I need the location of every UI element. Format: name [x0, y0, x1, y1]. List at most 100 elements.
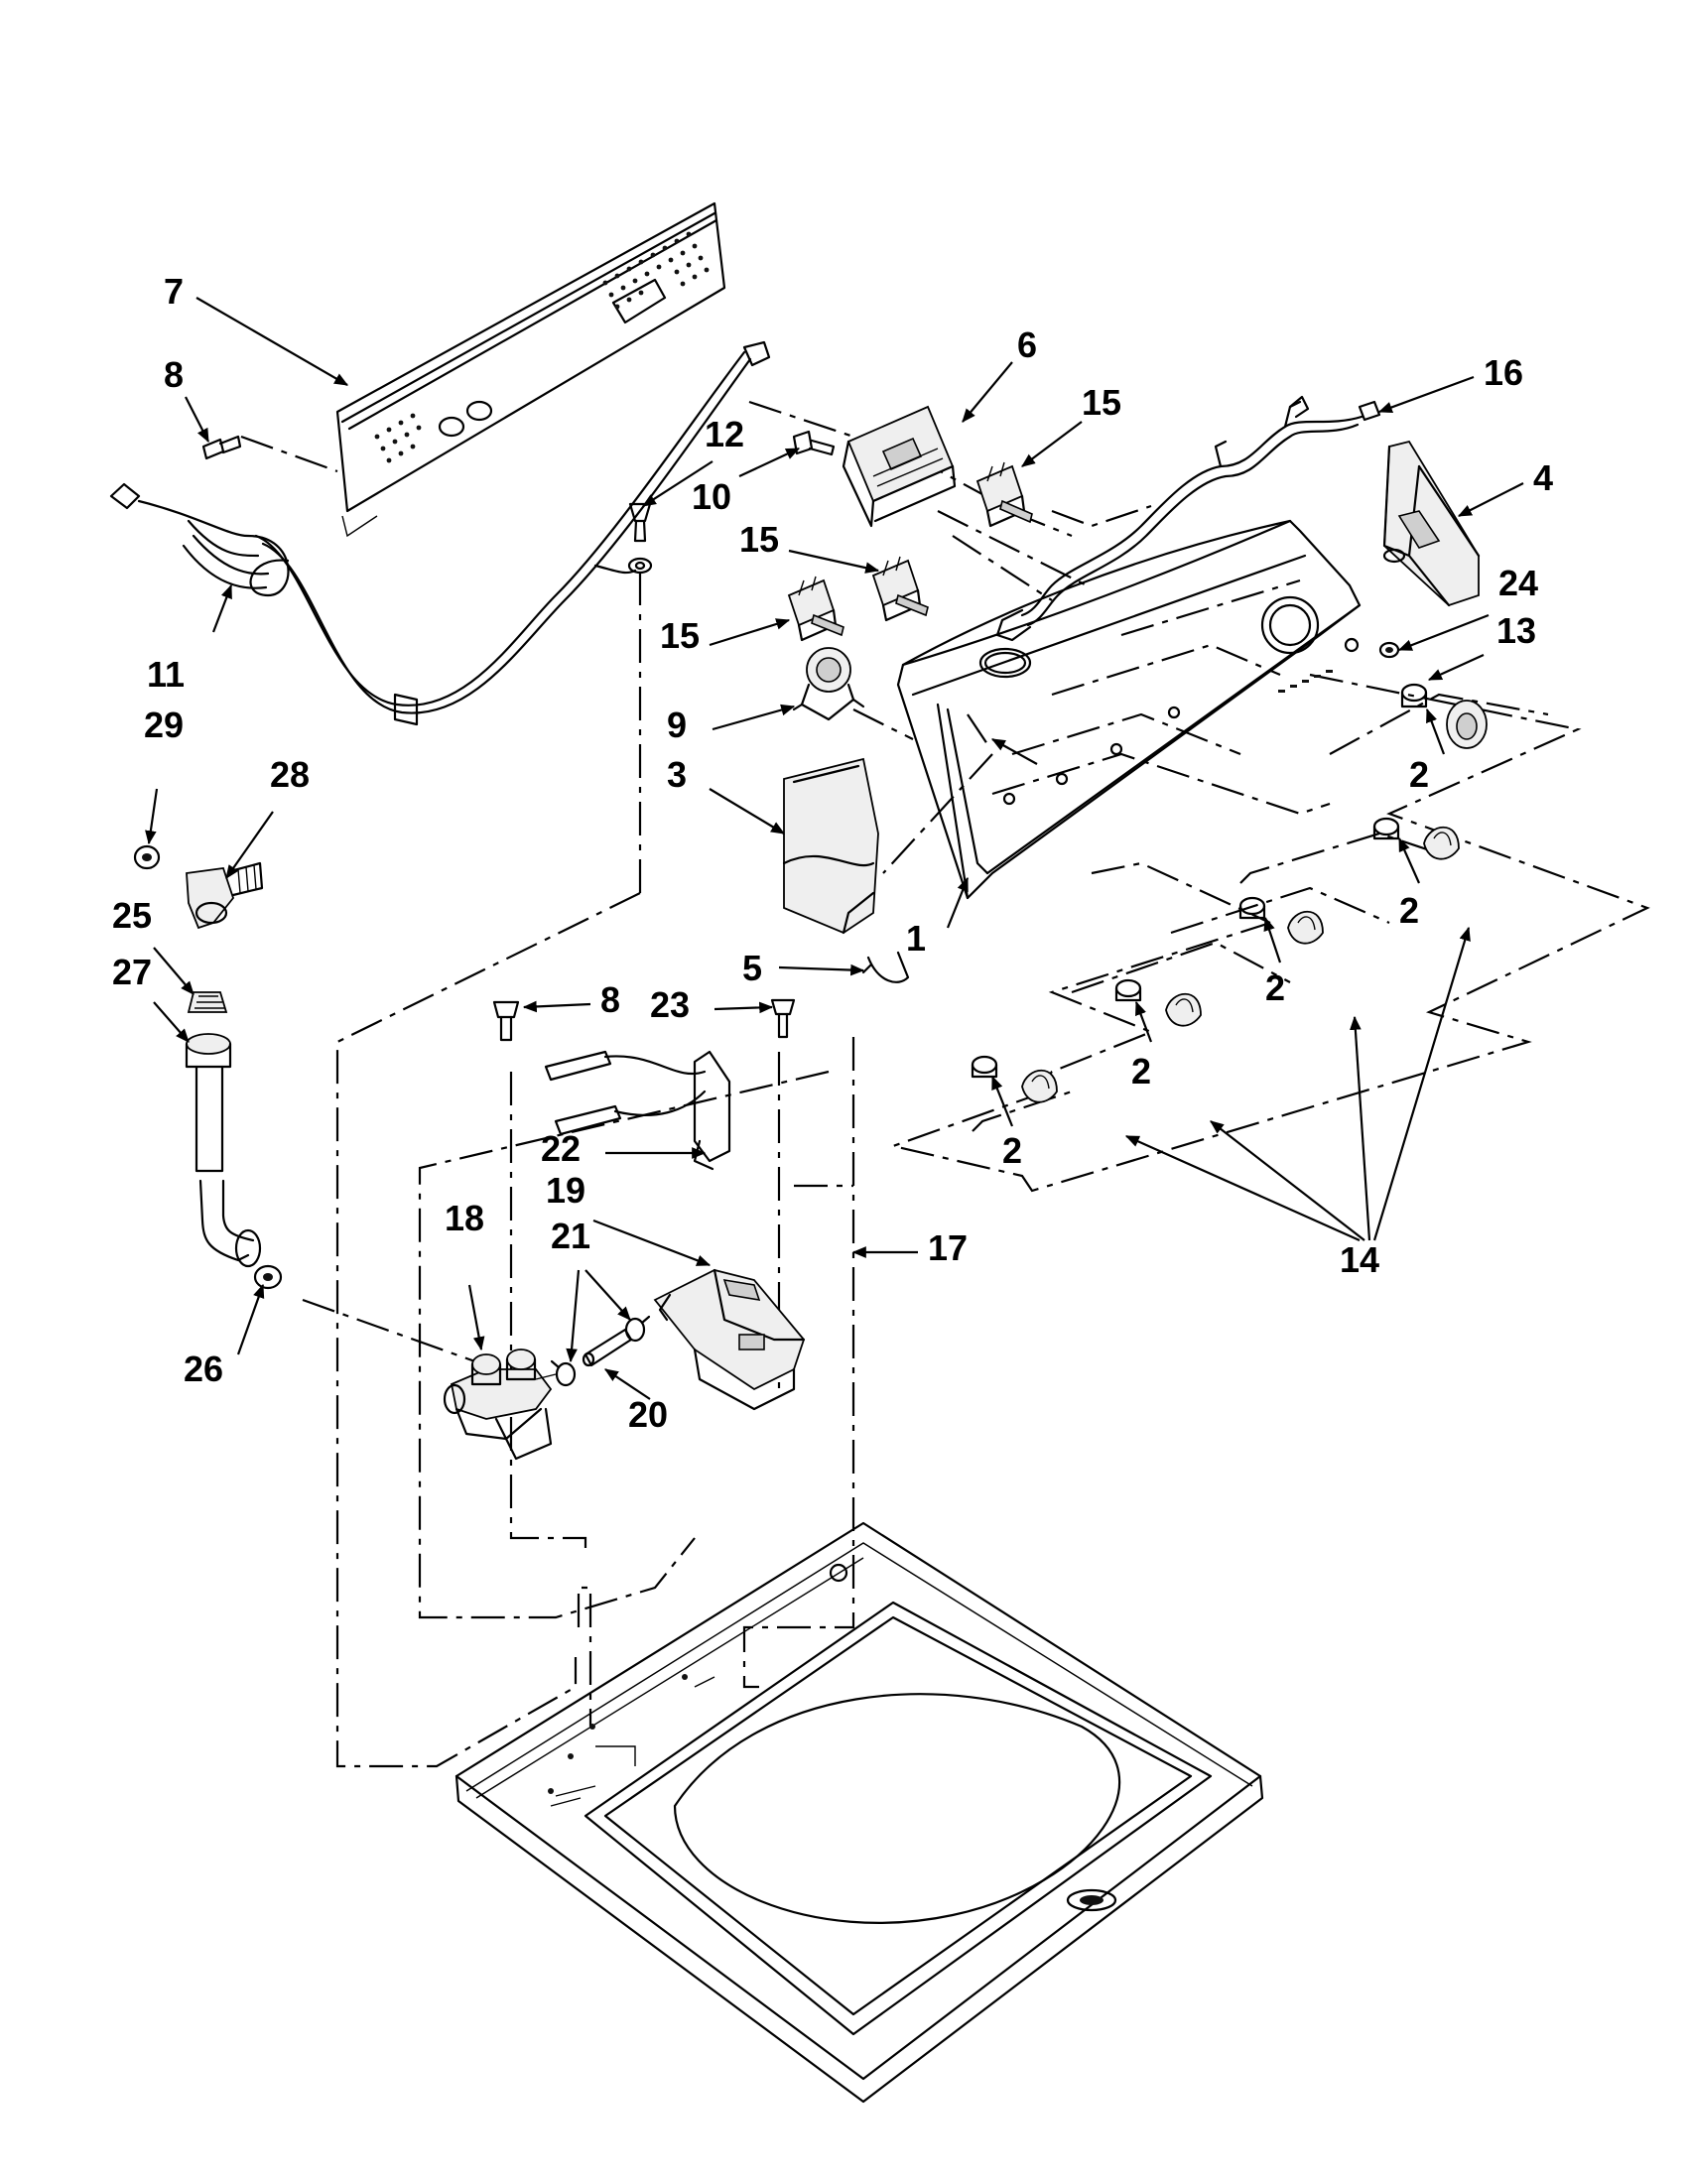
callout-19: 19 [546, 1170, 585, 1211]
callout-15-c: 15 [660, 615, 700, 656]
callout-15-b: 15 [739, 519, 779, 560]
part-5-clip [861, 951, 910, 983]
callout-8-middle: 8 [600, 979, 620, 1020]
vent-holes [374, 231, 710, 463]
leader-4 [1457, 482, 1524, 517]
part-4-end-cap [1382, 440, 1481, 607]
callout-26: 26 [184, 1349, 223, 1389]
leader-2-c [1263, 916, 1282, 964]
callout-9: 9 [667, 705, 687, 745]
callout-20: 20 [628, 1394, 668, 1435]
leader-15-b [788, 549, 880, 574]
part-8-screw-upper [201, 435, 242, 460]
leader-11 [211, 583, 233, 633]
assembly-guide-lines [240, 400, 1650, 1768]
part-19-dispenser [653, 1268, 806, 1411]
callout-2-c: 2 [1265, 967, 1285, 1008]
leader-8-upper [185, 396, 209, 444]
part-15-switch-a [975, 461, 1033, 528]
part-24-clip [1378, 641, 1400, 659]
leader-27 [153, 1001, 190, 1043]
part-16-wire-harness [995, 395, 1381, 642]
part-8-screw-middle [492, 1000, 520, 1042]
leader-14-d [1372, 926, 1471, 1241]
leader-28 [225, 811, 274, 879]
leader-15-a [1021, 421, 1083, 467]
callout-16: 16 [1484, 352, 1523, 393]
callout-17: 17 [928, 1227, 968, 1268]
callout-27: 27 [112, 952, 152, 992]
part-15-switch-c [787, 576, 844, 642]
leader-25 [153, 947, 195, 995]
part-29-washer [133, 844, 161, 870]
callout-2-a: 2 [1002, 1130, 1022, 1171]
part-6-control-board [842, 405, 957, 528]
callout-23: 23 [650, 984, 690, 1025]
callout-22: 22 [541, 1128, 581, 1169]
part-2-knob-5 [971, 1055, 1058, 1103]
callout-25: 25 [112, 895, 152, 936]
callout-12: 12 [705, 414, 744, 454]
part-10-screw [792, 430, 836, 456]
part-2-knob-3 [1238, 896, 1324, 945]
part-21-clamp-b [624, 1315, 651, 1343]
callout-24: 24 [1498, 563, 1538, 603]
callout-8-upper: 8 [164, 354, 184, 395]
part-28-elbow [186, 861, 264, 930]
leader-9 [712, 704, 796, 731]
leader-26 [236, 1283, 265, 1355]
callout-4: 4 [1533, 457, 1553, 498]
callout-21: 21 [551, 1216, 590, 1256]
leader-20 [604, 1368, 651, 1400]
part-2-knob-4 [1114, 978, 1202, 1027]
leader-21-a [566, 1269, 581, 1363]
callout-13: 13 [1496, 610, 1536, 651]
leader-7 [195, 297, 349, 386]
part-20-hose [582, 1328, 633, 1367]
callout-28: 28 [270, 754, 310, 795]
leader-16 [1377, 375, 1475, 414]
part-2-knob-1 [1400, 683, 1488, 749]
leader-21-b [584, 1269, 631, 1321]
part-11-power-cord [109, 340, 771, 726]
callout-labels: 7 8 12 6 15 16 10 4 15 15 24 13 11 29 28… [112, 271, 1553, 1435]
callout-6: 6 [1017, 324, 1037, 365]
leader-8-middle [522, 1000, 591, 1013]
leader-2-b [1397, 836, 1421, 884]
part-1-console [896, 519, 1362, 900]
part-26-washer [253, 1264, 283, 1290]
callout-2-b: 2 [1399, 890, 1419, 931]
leader-lines [145, 297, 1524, 1400]
part-9-pressure-switch [792, 647, 865, 721]
leader-2-f [1425, 707, 1446, 755]
leader-18 [467, 1284, 485, 1351]
leader-2-e [990, 738, 1038, 765]
callout-29: 29 [144, 705, 184, 745]
leader-3 [709, 788, 786, 835]
part-15-switch-b [871, 556, 929, 622]
leader-29 [145, 788, 159, 845]
part-25-screen [187, 991, 228, 1013]
callout-1: 1 [906, 918, 926, 959]
leader-12 [642, 460, 714, 507]
part-12-ground-screw [627, 502, 653, 575]
part-27-inlet-hose [185, 1033, 262, 1268]
callout-11: 11 [147, 654, 185, 695]
callout-15-a: 15 [1082, 382, 1121, 423]
callout-10: 10 [692, 476, 731, 517]
leader-2-a [990, 1075, 1014, 1127]
leader-6 [962, 361, 1013, 423]
leader-14-b [1210, 1120, 1365, 1241]
leader-5 [778, 964, 865, 976]
leader-10 [738, 448, 801, 477]
callout-3: 3 [667, 754, 687, 795]
part-21-clamp-a [550, 1359, 577, 1387]
part-2-knob-2 [1372, 817, 1460, 860]
leader-15-c [709, 618, 791, 647]
part-18-water-valve [443, 1349, 557, 1461]
callout-2-f: 2 [1409, 754, 1429, 795]
part-23-screw [770, 998, 796, 1039]
leader-14-a [1124, 1134, 1361, 1242]
leader-23 [714, 1001, 774, 1014]
